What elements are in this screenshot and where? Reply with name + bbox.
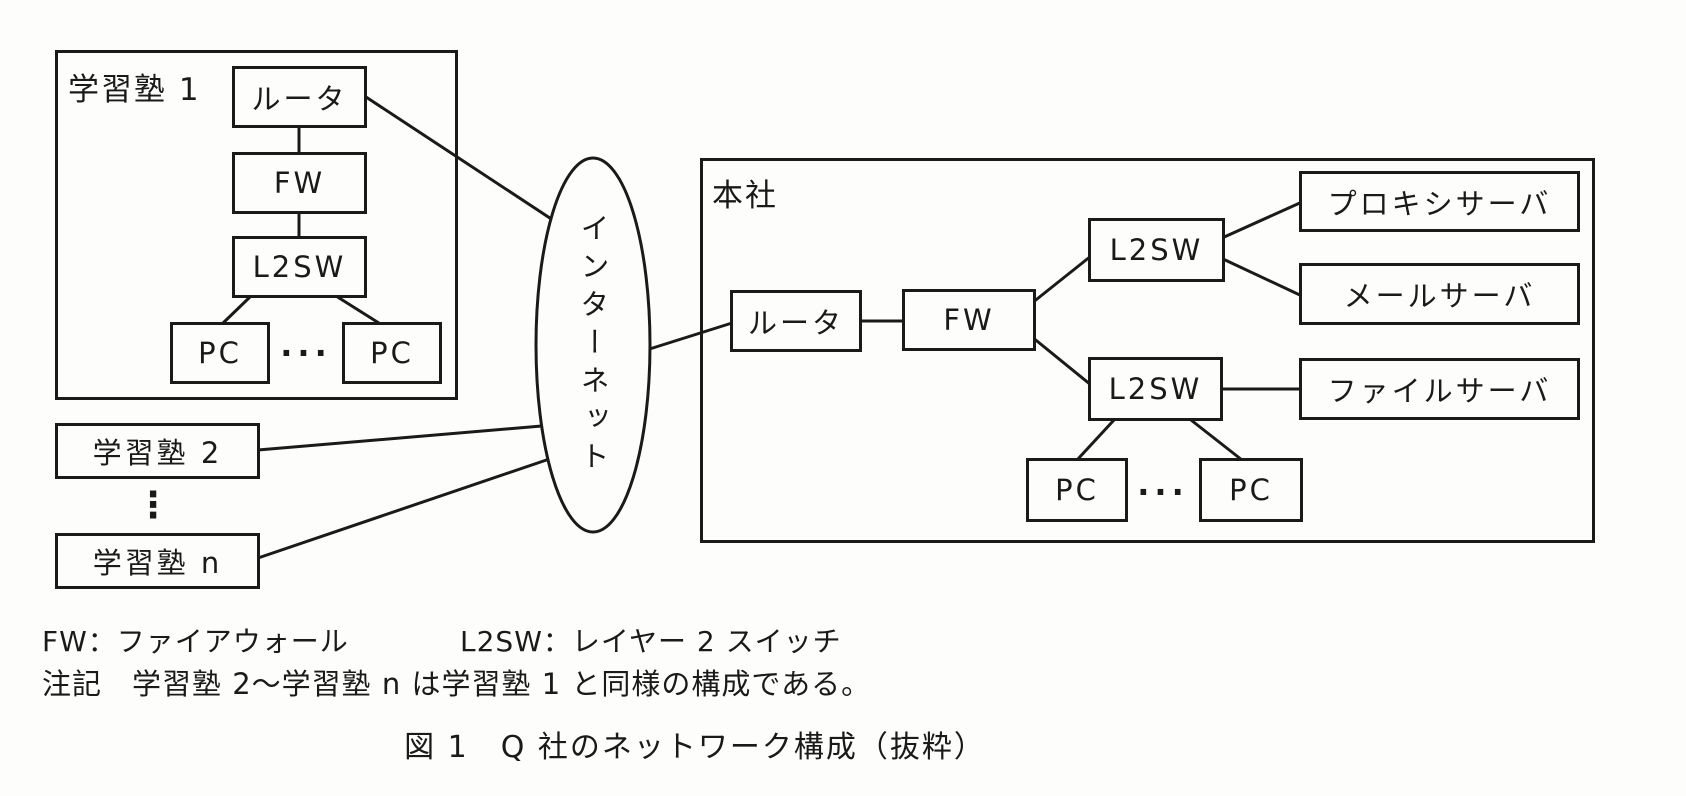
hq-l2sw-top-box: L2SW [1088,218,1225,282]
figure-caption: 図 1 Q 社のネットワーク構成（抜粋） [404,730,986,765]
hq-fw-box: FW [902,289,1036,351]
link-l2swbottom-pc-right [1190,418,1243,462]
hq-frame [700,158,1595,543]
hq-mail-server-box: メールサーバ [1299,263,1580,325]
hq-pc-ellipsis: ··· [1137,473,1189,511]
hq-router-box: ルータ [730,290,862,352]
link-l2swtop-proxy [1221,200,1303,240]
link-s1-router-internet [365,95,566,230]
link-s1-l2sw-pc-left [219,294,253,327]
school1-label: 学習塾 1 [68,72,201,108]
hq-label: 本社 [712,178,778,214]
internet-label: インターネット [576,213,610,479]
link-l2swbottom-pc-left [1075,418,1116,462]
school1-pc-ellipsis: ··· [280,334,332,372]
link-internet-hq-router [639,321,733,354]
school-n-box: 学習塾 n [55,533,260,589]
internet-ellipse [534,156,652,534]
hq-pc-left-box: PC [1026,458,1128,522]
link-hq-fw-l2sw-top [1031,254,1092,305]
link-hq-fw-l2sw-bottom [1031,335,1092,387]
link-schooln-internet [257,450,571,560]
legend-fw: FW：ファイアウォール [42,625,349,658]
legend-l2sw: L2SW：レイヤー 2 スイッチ [460,625,842,658]
school1-pc-right-box: PC [342,322,442,384]
hq-proxy-server-box: プロキシサーバ [1299,171,1580,232]
school1-router-box: ルータ [232,66,367,128]
link-school2-internet [257,422,566,452]
note-text: 注記 学習塾 2～学習塾 n は学習塾 1 と同様の構成である。 [42,667,872,701]
schools-vertical-ellipsis: ⋮ [135,485,171,526]
link-l2swtop-mail [1222,257,1303,298]
school1-l2sw-box: L2SW [232,236,367,298]
hq-l2sw-bottom-box: L2SW [1088,357,1223,421]
school1-frame [55,50,458,400]
link-s1-l2sw-pc-right [335,294,383,327]
school2-box: 学習塾 2 [55,423,260,479]
hq-file-server-box: ファイルサーバ [1299,358,1580,420]
school1-fw-box: FW [232,152,367,214]
hq-pc-right-box: PC [1199,458,1303,522]
school1-pc-left-box: PC [170,322,270,384]
